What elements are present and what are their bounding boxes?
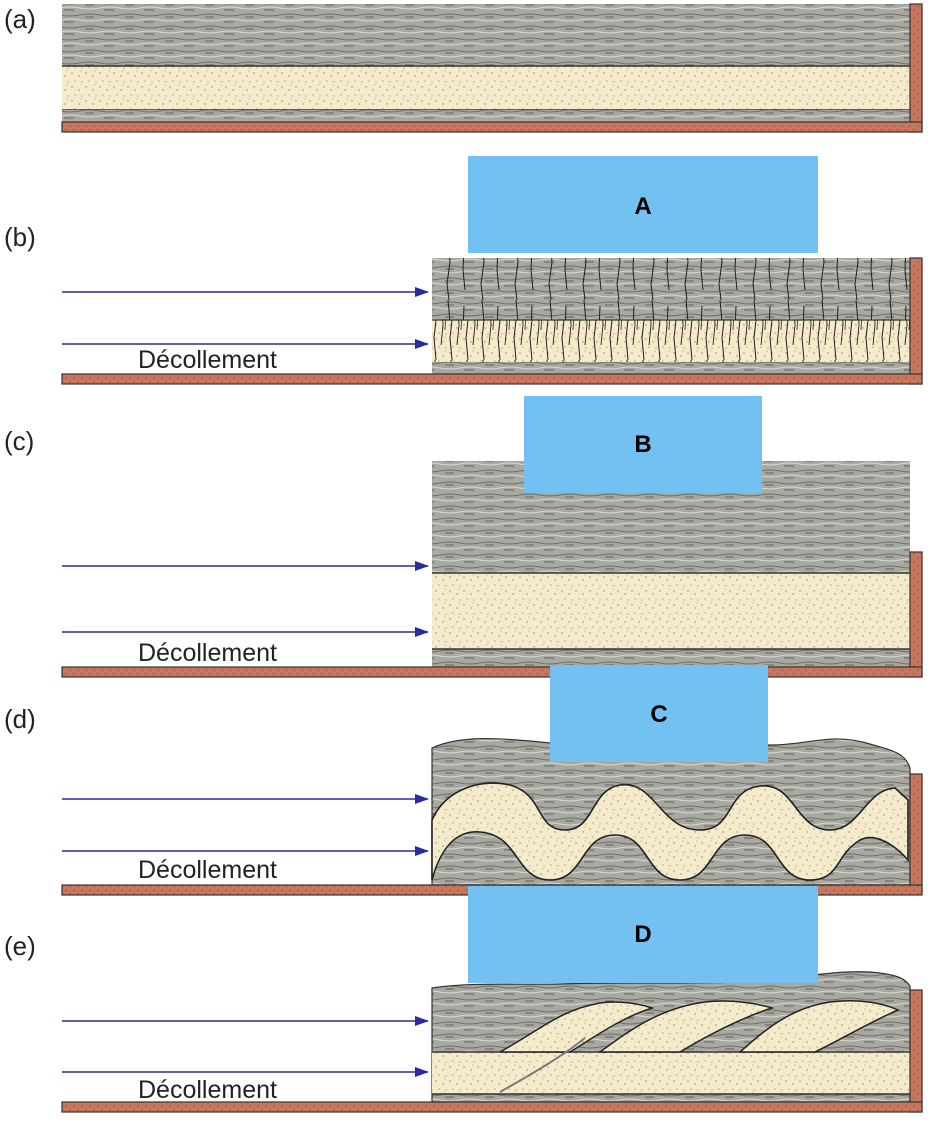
label-box-d [468,886,818,983]
panel-b-shale-fractures [432,258,910,320]
panel-d-backstop [909,773,923,895]
panel-c-shale-bottom [432,649,910,667]
panel-a-label: (a) [4,4,36,34]
panel-e-fault-line [499,1037,586,1093]
panel-a-backstop [909,3,923,133]
panel-a-basement [61,121,923,133]
label-box-a [468,156,818,253]
panel-e-basement [61,1101,923,1113]
panel-d-label: (d) [4,704,36,734]
panel-e-decollement-label: Décollement [138,1076,277,1104]
panel-a: (a) [4,3,923,133]
label-box-d-text: D [634,921,651,948]
panel-a-sandstone [62,66,910,110]
panel-d: (d) Décollement C [4,665,923,896]
panel-b-backstop [909,257,923,385]
label-box-a-text: A [634,193,651,220]
panel-a-shale-top [62,4,910,66]
panel-b-decollement-label: Décollement [138,346,277,374]
panel-b-shale-bottom [432,362,910,374]
panel-e: (e) Décollement D [4,886,923,1113]
label-box-c [550,665,768,762]
panel-a-shale-bottom [62,110,910,122]
panel-c-label: (c) [4,426,34,456]
label-box-b-text: B [634,431,651,458]
label-box-c-text: C [650,701,667,728]
panel-b-label: (b) [4,222,36,252]
panel-b-basement [61,373,923,385]
panel-e-backstop [909,989,923,1113]
panel-e-thrust-sheet-3 [738,999,900,1053]
panel-c-decollement-label: Décollement [138,639,277,667]
panel-c: (c) Décollement B [4,396,923,678]
panel-c-backstop [909,551,923,678]
panel-b-sandstone-fractures [432,320,910,362]
panel-e-thrust-sheet-2 [597,1000,775,1053]
panel-e-thrust-sheet-1 [499,1001,655,1053]
panel-e-sandstone-base [432,1052,910,1094]
panel-d-decollement-label: Décollement [138,856,277,884]
panel-b: (b) Décollement A [4,156,923,385]
label-box-b [524,396,762,493]
panel-c-sandstone [432,573,910,649]
panel-e-label: (e) [4,931,36,961]
panel-d-folded-sandstone [431,782,909,881]
panel-c-basement [61,666,923,678]
